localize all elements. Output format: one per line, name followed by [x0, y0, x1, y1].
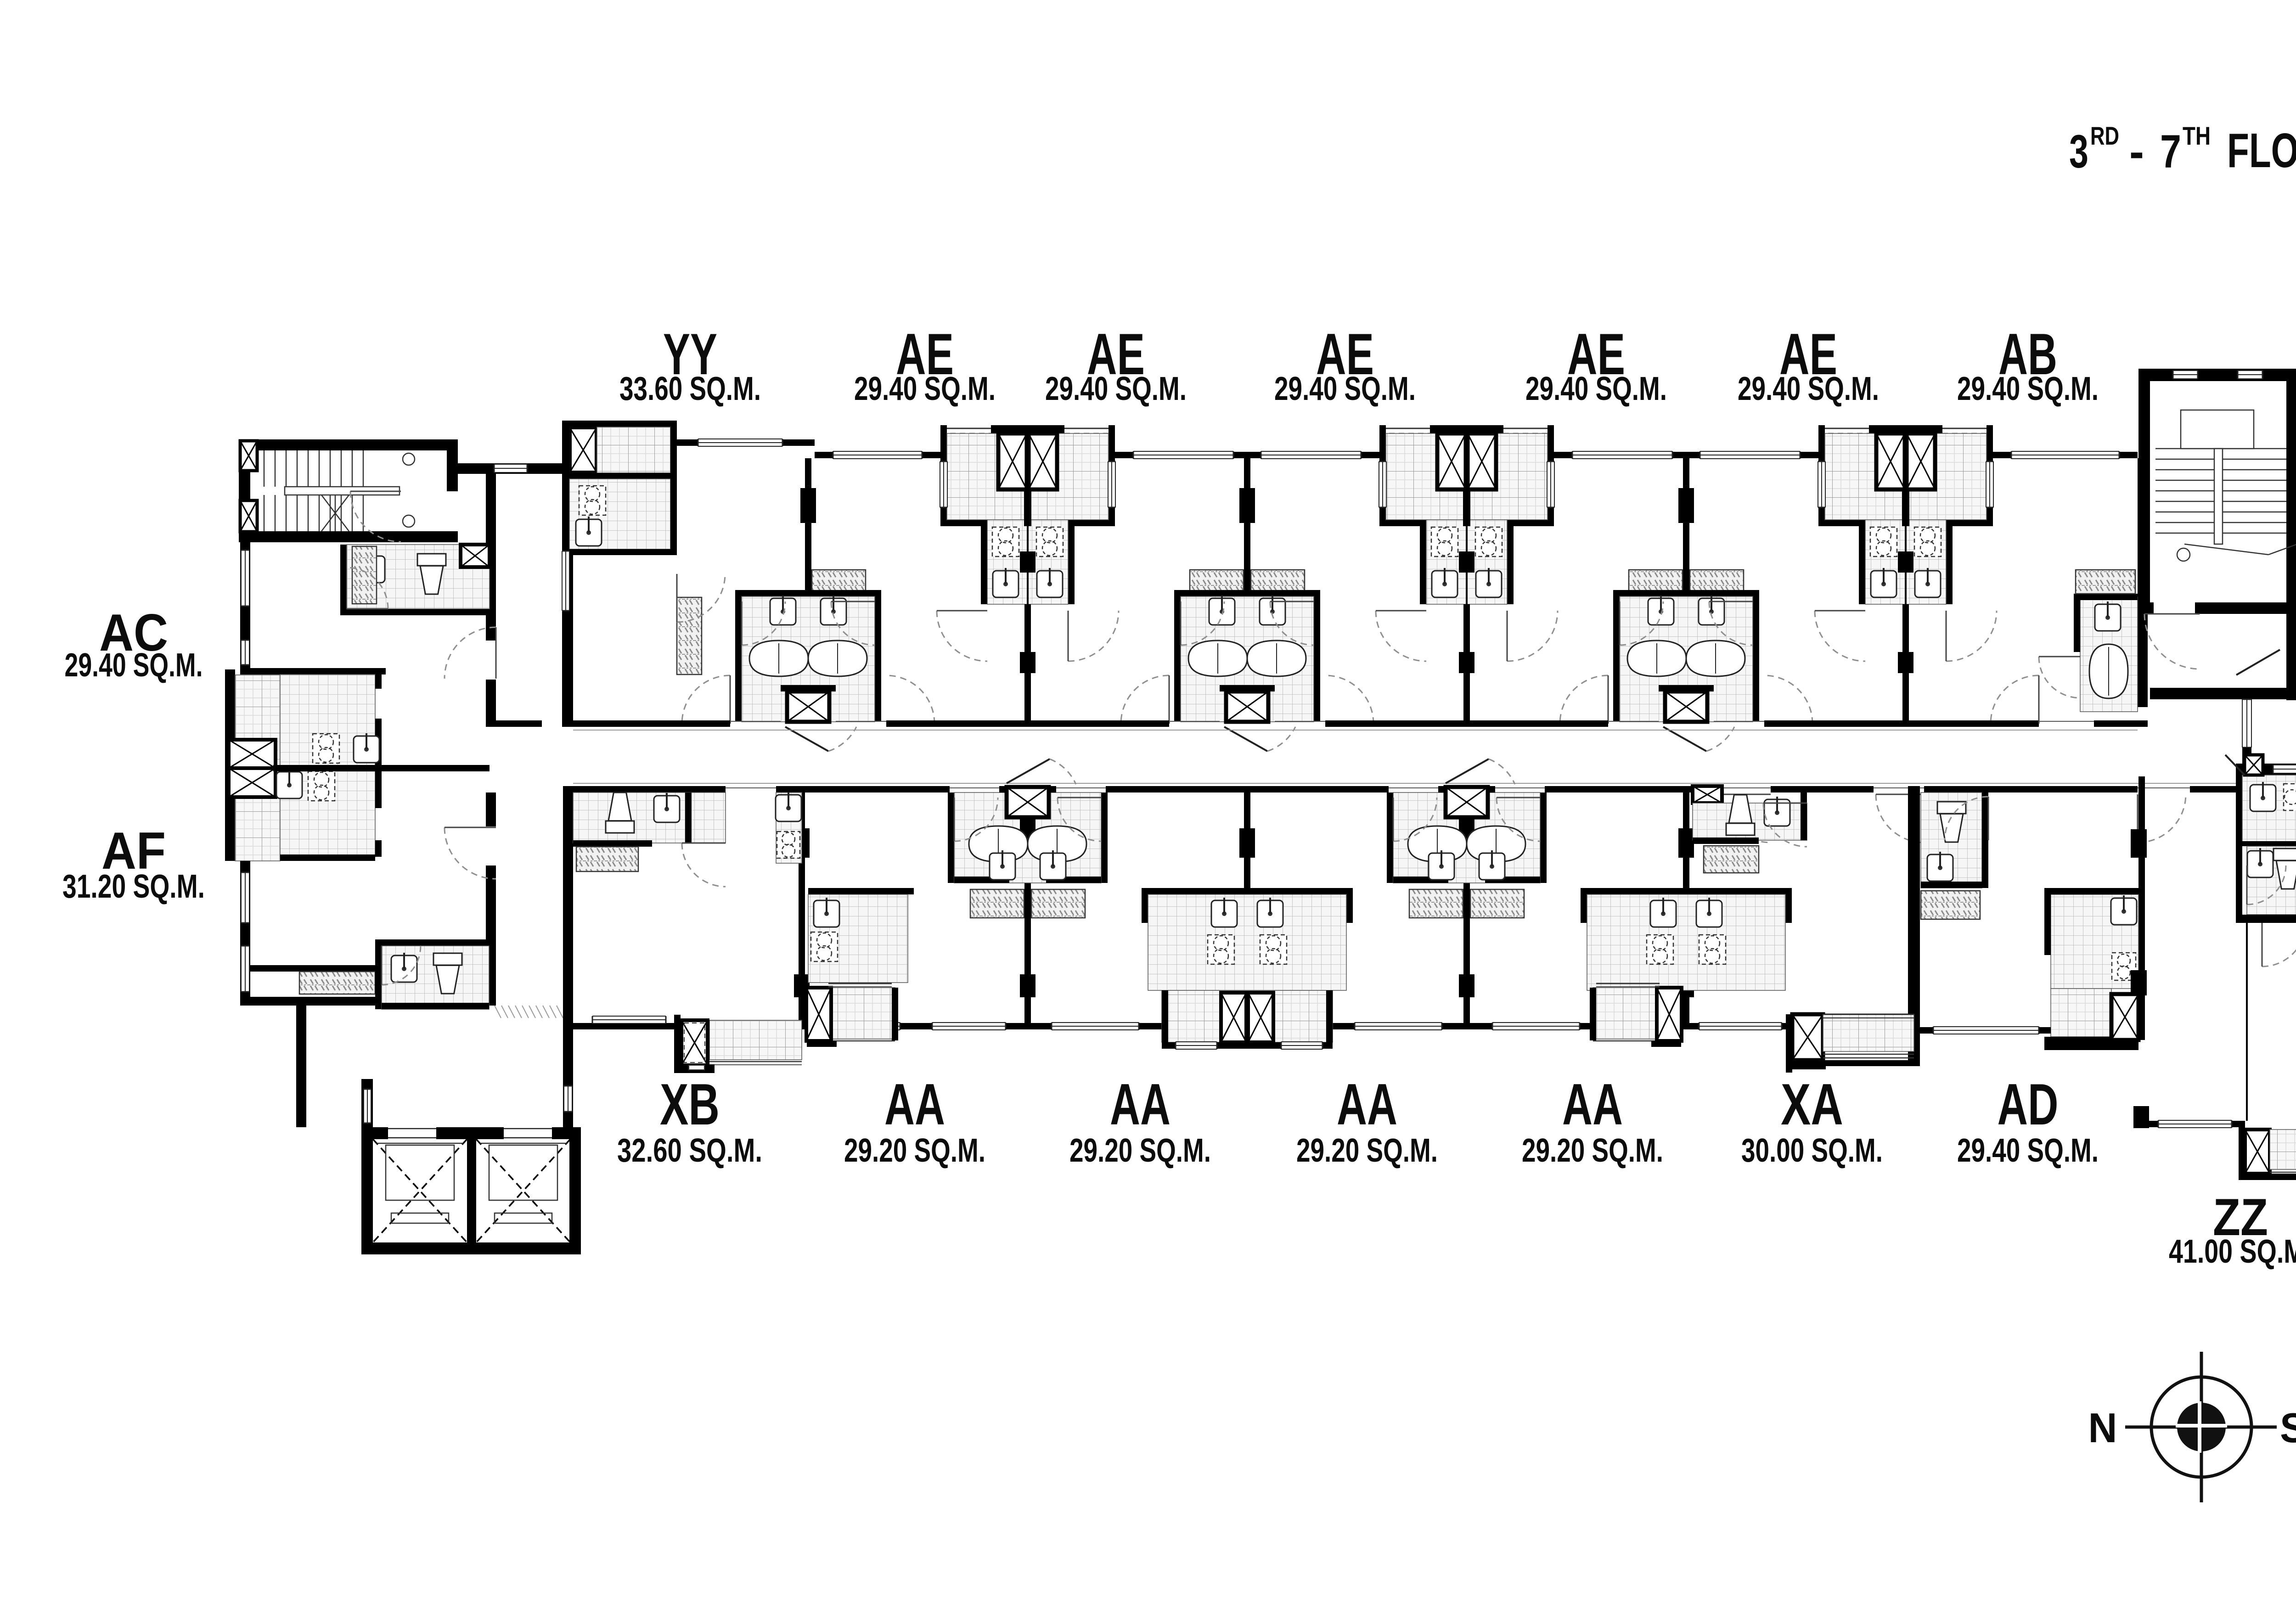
svg-text:AE: AE [896, 321, 954, 387]
svg-text:AE: AE [1087, 321, 1145, 387]
svg-text:AA: AA [884, 1072, 945, 1137]
svg-text:29.40 SQ.M.: 29.40 SQ.M. [1274, 371, 1416, 407]
svg-text:AE: AE [1779, 321, 1837, 387]
svg-text:29.40 SQ.M.: 29.40 SQ.M. [1525, 371, 1667, 407]
svg-text:31.20 SQ.M.: 31.20 SQ.M. [62, 868, 205, 905]
svg-text:29.40 SQ.M.: 29.40 SQ.M. [1045, 371, 1187, 407]
svg-text:29.40 SQ.M.: 29.40 SQ.M. [1957, 1132, 2099, 1169]
svg-text:AA: AA [1562, 1072, 1623, 1137]
svg-text:TH: TH [2183, 121, 2211, 150]
svg-text:29.20 SQ.M.: 29.20 SQ.M. [1069, 1132, 1211, 1169]
svg-text:29.20 SQ.M.: 29.20 SQ.M. [1296, 1132, 1438, 1169]
svg-text:AD: AD [1998, 1072, 2059, 1137]
svg-text:AA: AA [1110, 1072, 1171, 1137]
svg-text:AF: AF [101, 822, 166, 880]
svg-text:30.00 SQ.M.: 30.00 SQ.M. [1741, 1132, 1883, 1169]
svg-text:AA: AA [1337, 1072, 1397, 1137]
svg-text:RD: RD [2090, 121, 2119, 150]
svg-text:AB: AB [1998, 321, 2057, 387]
svg-text:7: 7 [2160, 125, 2181, 178]
svg-text:29.40 SQ.M.: 29.40 SQ.M. [1957, 371, 2099, 407]
svg-text:29.40 SQ.M.: 29.40 SQ.M. [1738, 371, 1879, 407]
svg-text:29.20 SQ.M.: 29.20 SQ.M. [1522, 1132, 1663, 1169]
svg-text:N: N [2088, 1405, 2117, 1451]
svg-text:AE: AE [1567, 321, 1625, 387]
svg-text:ZZ: ZZ [2213, 1188, 2268, 1247]
svg-text:FLOOR: FLOOR [2227, 124, 2296, 178]
svg-text:S: S [2280, 1405, 2296, 1451]
svg-text:XA: XA [1781, 1072, 1843, 1137]
svg-text:-: - [2129, 125, 2144, 178]
svg-text:AE: AE [1316, 321, 1374, 387]
svg-text:3: 3 [2069, 125, 2088, 178]
svg-text:AC: AC [99, 604, 168, 662]
svg-text:YY: YY [663, 321, 717, 387]
svg-text:29.40 SQ.M.: 29.40 SQ.M. [65, 647, 203, 684]
svg-text:29.40 SQ.M.: 29.40 SQ.M. [854, 371, 996, 407]
svg-text:33.60 SQ.M.: 33.60 SQ.M. [619, 371, 761, 407]
svg-text:41.00 SQ.M.: 41.00 SQ.M. [2169, 1233, 2296, 1270]
svg-text:XB: XB [660, 1072, 720, 1137]
svg-text:32.60 SQ.M.: 32.60 SQ.M. [617, 1132, 762, 1169]
svg-text:29.20 SQ.M.: 29.20 SQ.M. [844, 1132, 985, 1169]
